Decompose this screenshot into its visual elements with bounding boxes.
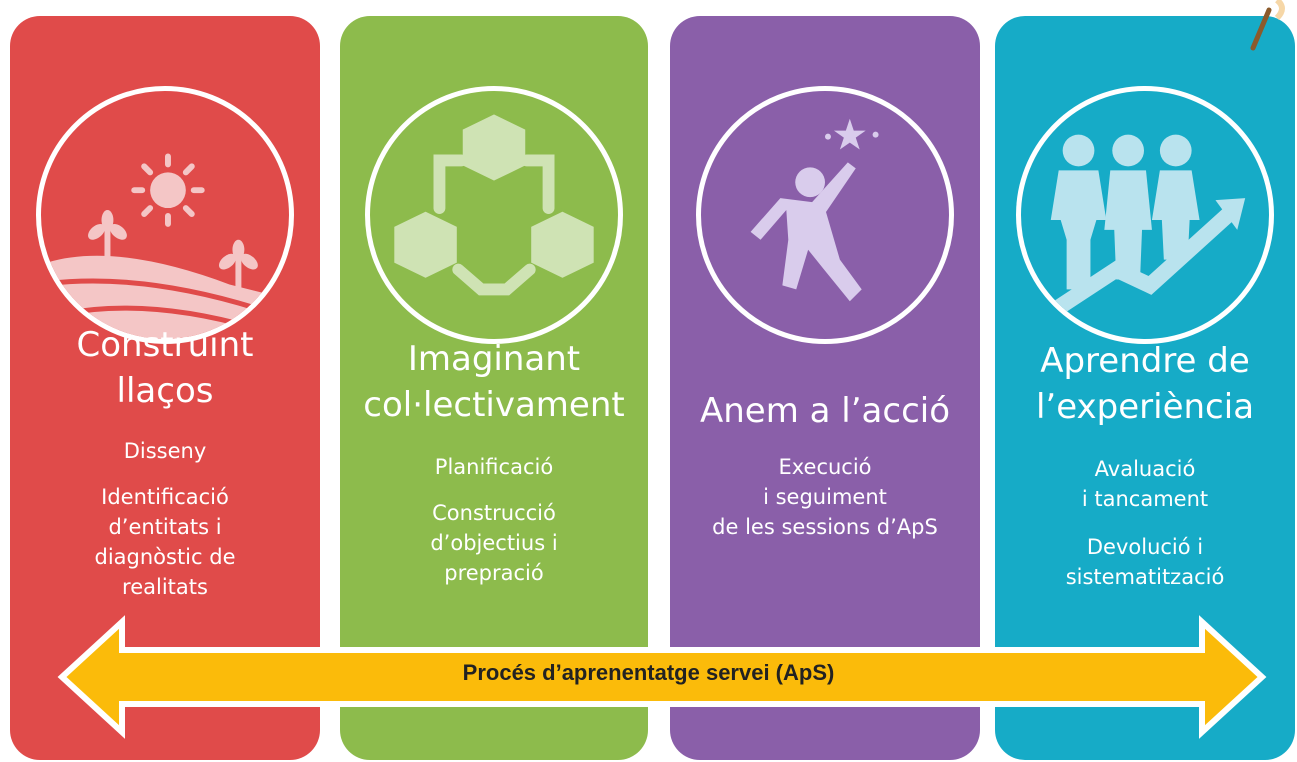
corner-brush-icon (1250, 0, 1285, 51)
stage-title: Anem a l’acció (699, 391, 951, 431)
stage-subtitle: Disseny (123, 439, 207, 463)
stage-title: Aprendre de l’experiència (1035, 341, 1255, 427)
stage-panel-aprendre: Aprendre de l’experiència Avaluació i ta… (995, 16, 1295, 760)
stage-description: Identificació d’entitats i diagnòstic de… (94, 485, 236, 599)
stage-description: Devolució i sistematització (1065, 535, 1225, 589)
reaching-star-icon (696, 86, 954, 344)
stage-description: Execució i seguiment de les sessions d’A… (712, 455, 938, 539)
landscape-sun-icon (36, 86, 294, 344)
stage-subtitle: Avaluació i tancament (1081, 457, 1209, 511)
stage-panel-anem: Anem a l’acció Execució i seguiment de l… (670, 16, 980, 760)
stage-panel-construint: Construint llaços Disseny Identificació … (10, 16, 320, 760)
connected-cubes-icon (365, 86, 623, 344)
people-growth-icon (1016, 86, 1274, 344)
stage-title: Imaginant col·lectivament (363, 339, 625, 425)
stage-title: Construint llaços (76, 325, 254, 411)
stage-panel-imaginant: Imaginant col·lectivament Planificació C… (340, 16, 648, 760)
process-arrow-label: Procés d’aprenentatge servei (ApS) (462, 660, 835, 685)
stage-description: Construcció d’objectius i prepració (430, 501, 558, 585)
stage-subtitle: Planificació (434, 455, 554, 479)
